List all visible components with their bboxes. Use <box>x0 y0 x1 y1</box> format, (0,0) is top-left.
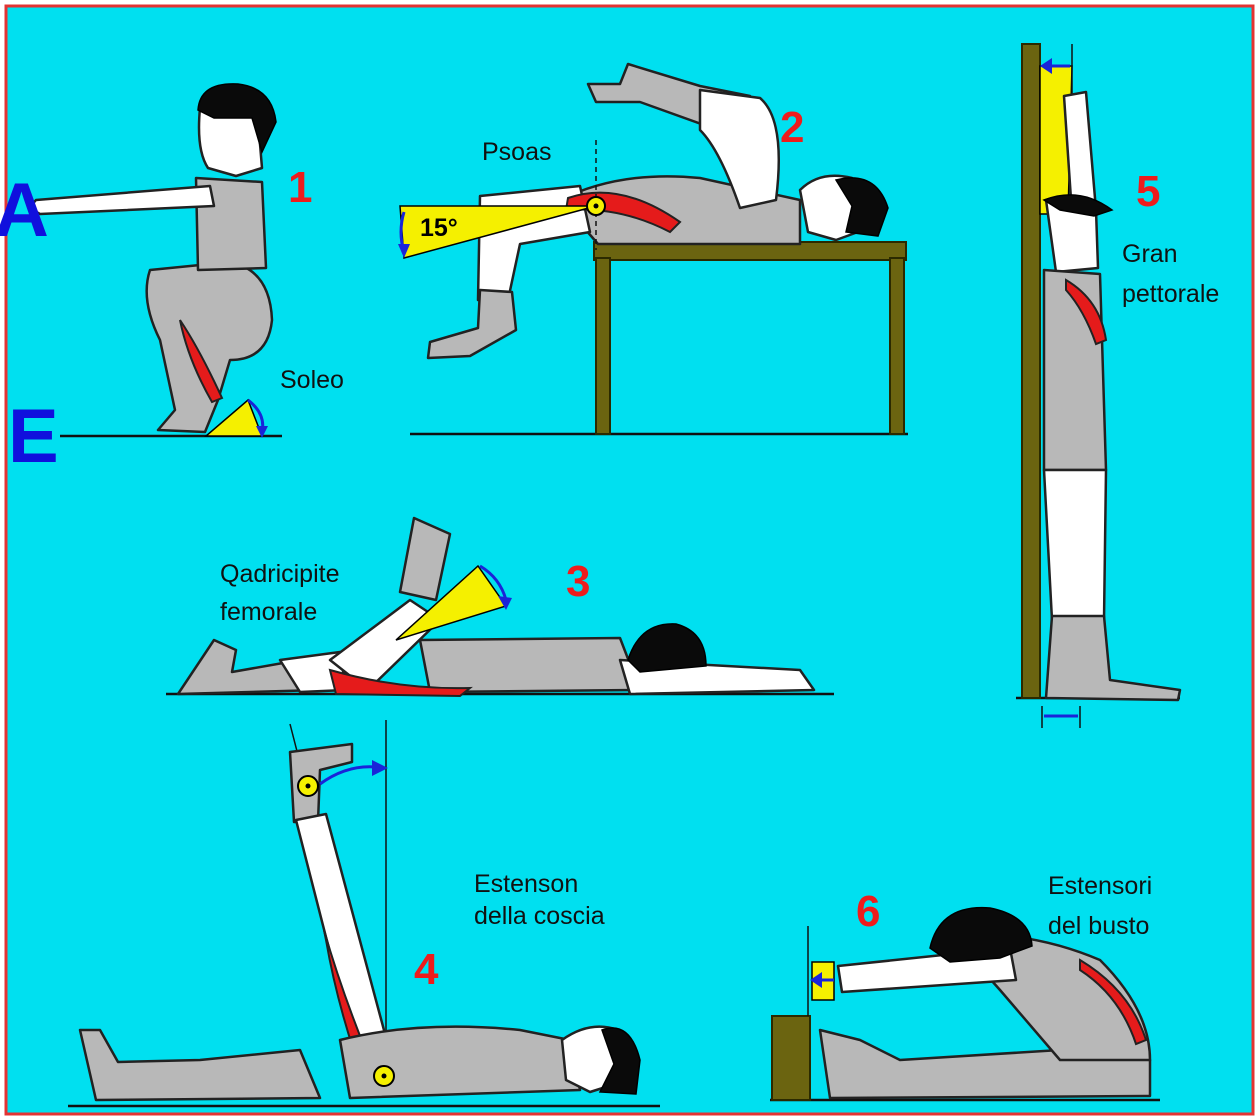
exercise-number-6: 6 <box>856 887 880 936</box>
angle-label-15: 15° <box>420 214 458 242</box>
label-quadricipite-1: Qadricipite <box>220 560 340 588</box>
label-gran-2: pettorale <box>1122 280 1219 308</box>
label-psoas: Psoas <box>482 138 551 166</box>
label-soleo: Soleo <box>280 366 344 394</box>
exercise-number-1: 1 <box>288 163 312 212</box>
exercise-number-4: 4 <box>414 945 439 994</box>
label-estenson-1: Estenson <box>474 870 578 898</box>
exercise-number-2: 2 <box>780 103 804 152</box>
exercise-number-3: 3 <box>566 557 590 606</box>
label-gran-1: Gran <box>1122 240 1178 268</box>
exercise-number-5: 5 <box>1136 167 1160 216</box>
wall <box>1022 44 1040 698</box>
label-estensori-1: Estensori <box>1048 872 1152 900</box>
side-letter-a: A <box>0 168 49 253</box>
label-estensori-2: del busto <box>1048 912 1149 940</box>
reach-box <box>772 1016 810 1100</box>
label-estenson-2: della coscia <box>474 902 605 930</box>
side-letter-e: E <box>8 394 59 479</box>
label-quadricipite-2: femorale <box>220 598 317 626</box>
